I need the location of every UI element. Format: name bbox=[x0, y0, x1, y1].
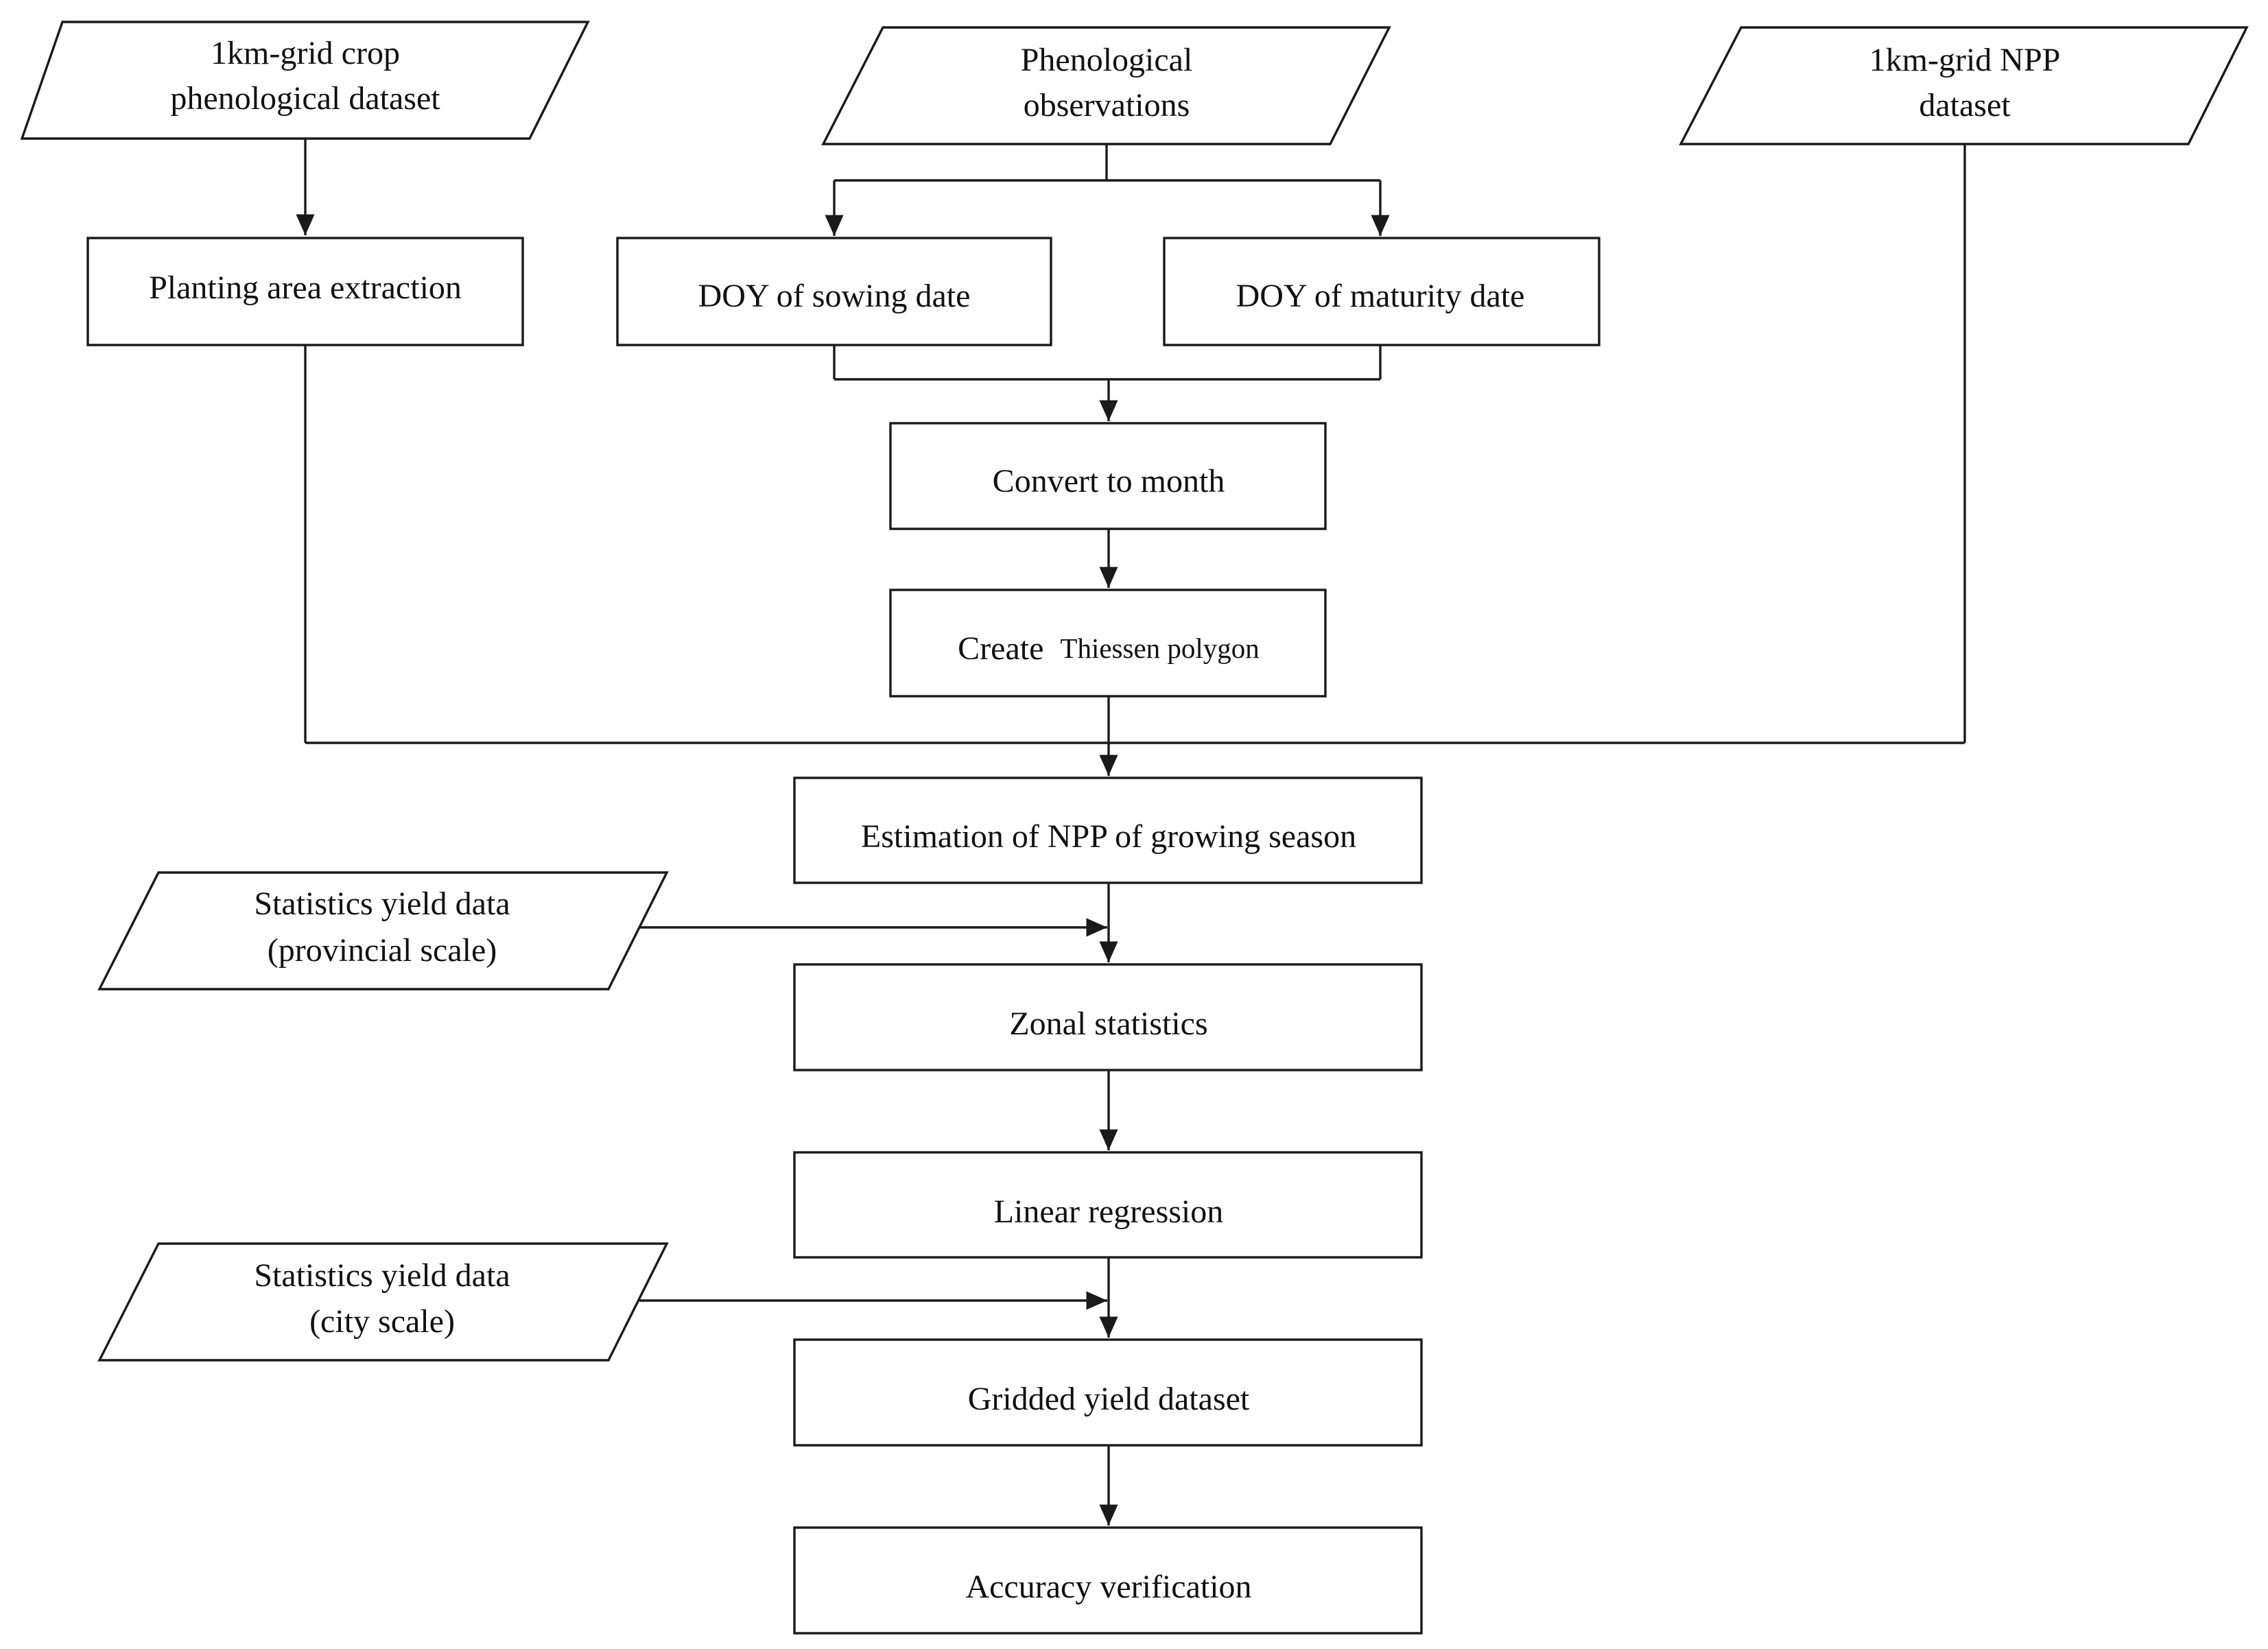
step-doy-sowing: DOY of sowing date bbox=[616, 237, 1052, 346]
input-crop-phenology-line1: 1km-grid crop bbox=[211, 35, 400, 71]
step-planting-area: Planting area extraction bbox=[86, 237, 524, 346]
input-city-yield: Statistics yield data (city scale) bbox=[97, 1242, 669, 1362]
step-regression-label: Linear regression bbox=[994, 1194, 1224, 1230]
step-accuracy-label: Accuracy verification bbox=[965, 1569, 1251, 1605]
input-provincial-yield: Statistics yield data (provincial scale) bbox=[97, 871, 669, 990]
step-thiessen-label: Create Thiessen polygon bbox=[958, 630, 1260, 667]
step-thiessen-polygon: Create Thiessen polygon bbox=[889, 589, 1327, 698]
step-thiessen-suffix: Thiessen polygon bbox=[1060, 632, 1259, 664]
input-observations-line1: Phenological bbox=[1021, 42, 1193, 78]
step-npp-estimation-label: Estimation of NPP of growing season bbox=[861, 818, 1356, 855]
input-provincial-line1: Statistics yield data bbox=[254, 886, 510, 922]
input-provincial-line2: (provincial scale) bbox=[268, 932, 497, 969]
step-convert-month-label: Convert to month bbox=[993, 463, 1225, 499]
step-convert-month: Convert to month bbox=[889, 422, 1327, 530]
step-zonal-label: Zonal statistics bbox=[1009, 1006, 1207, 1042]
input-npp-dataset: 1km-grid NPP dataset bbox=[1679, 26, 2249, 145]
step-zonal-statistics: Zonal statistics bbox=[793, 963, 1423, 1071]
connectors bbox=[296, 139, 1966, 1526]
step-gridded-label: Gridded yield dataset bbox=[968, 1381, 1250, 1417]
step-doy-maturity-label: DOY of maturity date bbox=[1236, 278, 1525, 314]
step-doy-maturity: DOY of maturity date bbox=[1163, 237, 1600, 346]
step-linear-regression: Linear regression bbox=[793, 1151, 1423, 1259]
input-npp-line1: 1km-grid NPP bbox=[1869, 42, 2061, 78]
input-observations-line2: observations bbox=[1024, 87, 1190, 123]
step-npp-estimation: Estimation of NPP of growing season bbox=[793, 776, 1423, 884]
input-crop-phenology: 1km-grid crop phenological dataset bbox=[20, 21, 590, 140]
step-thiessen-prefix: Create bbox=[958, 630, 1043, 667]
input-crop-phenology-line2: phenological dataset bbox=[170, 80, 440, 117]
input-npp-line2: dataset bbox=[1919, 87, 2011, 123]
step-accuracy-verification: Accuracy verification bbox=[793, 1526, 1423, 1635]
input-city-line2: (city scale) bbox=[309, 1303, 455, 1340]
input-city-line1: Statistics yield data bbox=[254, 1257, 510, 1294]
step-doy-sowing-label: DOY of sowing date bbox=[698, 278, 971, 314]
input-phenological-observations: Phenological observations bbox=[821, 26, 1391, 145]
step-gridded-yield: Gridded yield dataset bbox=[793, 1338, 1423, 1447]
step-planting-area-label: Planting area extraction bbox=[149, 270, 462, 306]
